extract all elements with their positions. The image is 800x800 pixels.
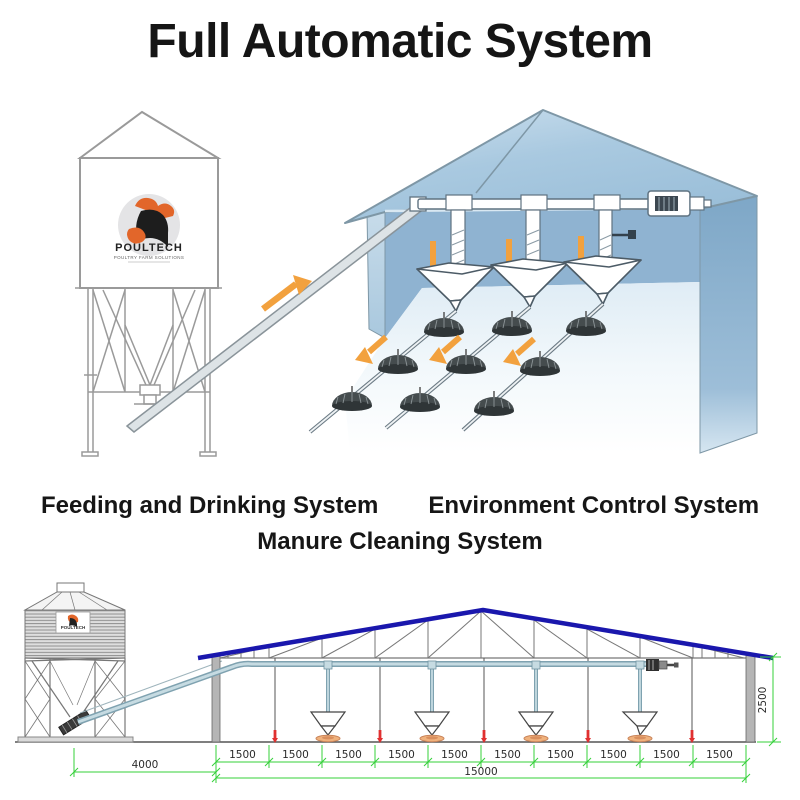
svg-text:1500: 1500 — [547, 749, 574, 761]
feed-pans — [332, 311, 606, 416]
nipple-line-tap — [612, 230, 636, 239]
silo-leg-frame — [75, 287, 222, 457]
drinking-line-posts — [272, 658, 695, 743]
rooster-comb-icon — [135, 197, 175, 218]
dim-4000: 4000 — [132, 759, 159, 771]
logo-name: POULTECH — [115, 242, 183, 254]
svg-text:1500: 1500 — [494, 749, 521, 761]
cad-drive-motor — [646, 659, 679, 671]
caption-row: Feeding and Drinking System Environment … — [0, 492, 800, 520]
top-illustration: POULTECH POULTRY FARM SOLUTIONS — [75, 109, 758, 457]
svg-text:1500: 1500 — [388, 749, 415, 761]
logo-tagline: POULTRY FARM SOLUTIONS — [114, 255, 185, 260]
feed-hoppers — [416, 255, 642, 312]
svg-text:1500: 1500 — [282, 749, 309, 761]
dimension-labels: 4000 1500 1500 1500 1500 1500 1500 1500 … — [132, 687, 769, 778]
caption-manure-cleaning: Manure Cleaning System — [257, 528, 543, 555]
cad-hoppers — [309, 711, 659, 737]
cad-feed-pans — [315, 734, 653, 743]
cad-silo-frame — [24, 657, 126, 738]
svg-text:1500: 1500 — [229, 749, 256, 761]
page-title: Full Automatic System — [147, 15, 653, 68]
feed-silo-illustration: POULTECH POULTRY FARM SOLUTIONS — [75, 110, 222, 457]
barn-right-wall — [699, 195, 758, 454]
floor-flow-arrows — [355, 334, 536, 366]
technical-drawing: POULTECH — [15, 582, 781, 783]
dim-15000: 15000 — [464, 766, 497, 778]
svg-text:1500: 1500 — [706, 749, 733, 761]
svg-text:1500: 1500 — [600, 749, 627, 761]
cad-hopper-units — [309, 660, 659, 743]
left-wall-column — [211, 654, 221, 743]
drive-motor — [647, 190, 712, 217]
dimension-ticks — [211, 757, 751, 767]
caption-feeding-drinking: Feeding and Drinking System — [40, 492, 379, 519]
svg-text:1500: 1500 — [335, 749, 362, 761]
roof-truss — [216, 610, 747, 659]
cad-silo: POULTECH — [17, 582, 223, 743]
red-markers — [272, 730, 695, 743]
svg-text:1500: 1500 — [653, 749, 680, 761]
boot-auger — [58, 709, 92, 736]
cad-feed-pipe — [76, 660, 648, 725]
svg-text:1500: 1500 — [441, 749, 468, 761]
right-wall-column — [745, 654, 756, 743]
cad-logo-name: POULTECH — [61, 625, 85, 630]
dim-2500: 2500 — [757, 687, 769, 714]
roof-line — [197, 607, 774, 661]
cad-silo-logo-badge: POULTECH — [55, 611, 91, 634]
poultech-logo: POULTECH POULTRY FARM SOLUTIONS — [114, 194, 185, 263]
rooster-tail-icon — [127, 227, 146, 244]
caption-environment-control: Environment Control System — [428, 492, 760, 519]
cad-drop-tubes — [323, 660, 645, 712]
feed-flow-arrow-up — [261, 275, 312, 312]
feed-line-system — [308, 190, 712, 434]
dimension-lines — [69, 652, 781, 783]
